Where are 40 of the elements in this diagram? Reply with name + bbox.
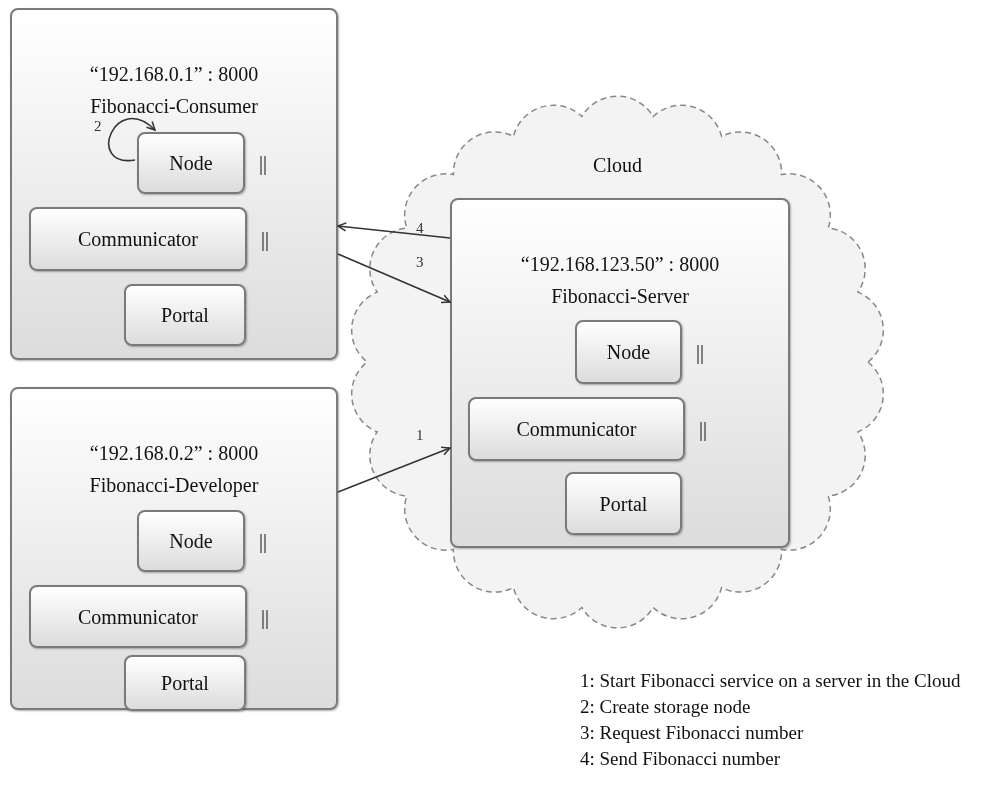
component-box <box>565 472 682 535</box>
host-box <box>10 387 338 710</box>
note-text: 1: Start Fibonacci service on a server in the Cloud <box>580 669 961 693</box>
edge-label: 3 <box>416 254 424 270</box>
component-name: Communicator <box>516 417 637 442</box>
cloud-title: Cloud <box>593 153 642 178</box>
component-name: Communicator <box>78 604 198 630</box>
host-name: Fibonacci-Developer <box>89 473 259 497</box>
arrow <box>337 446 451 493</box>
address-text: “192.168.0.1” : 8000 <box>89 62 259 86</box>
component-name: Node <box>169 529 213 554</box>
note-text: 3: Request Fibonacci number <box>580 721 805 745</box>
component-box <box>124 655 246 711</box>
component-name: Portal <box>599 491 648 517</box>
parallel-mark: || <box>259 151 267 177</box>
component-name: Node <box>606 340 651 365</box>
arrow <box>108 118 156 162</box>
note-text: 2: Create storage node <box>580 695 752 719</box>
edge-label: 1 <box>416 427 424 443</box>
parallel-mark: || <box>699 417 707 443</box>
address-text: “192.168.0.2” : 8000 <box>89 441 259 465</box>
host-box <box>450 198 790 548</box>
arrow <box>337 222 451 239</box>
edge-label: 4 <box>416 220 424 236</box>
address-text: “192.168.123.50” : 8000 <box>520 252 720 276</box>
component-name: Portal <box>161 671 209 696</box>
edge-label: 2 <box>94 118 102 134</box>
host-name: Fibonacci-Consumer <box>90 94 258 118</box>
host-box <box>10 8 338 360</box>
parallel-mark: || <box>696 340 704 366</box>
component-name: Portal <box>161 303 209 328</box>
component-name: Node <box>169 151 213 176</box>
host-name: Fibonacci-Server <box>551 284 689 308</box>
arrow <box>337 253 451 304</box>
parallel-mark: || <box>261 604 269 631</box>
parallel-mark: || <box>259 529 267 555</box>
parallel-mark: || <box>261 227 269 253</box>
component-box <box>124 284 246 346</box>
component-name: Communicator <box>78 227 198 252</box>
note-text: 4: Send Fibonacci number <box>580 747 781 771</box>
